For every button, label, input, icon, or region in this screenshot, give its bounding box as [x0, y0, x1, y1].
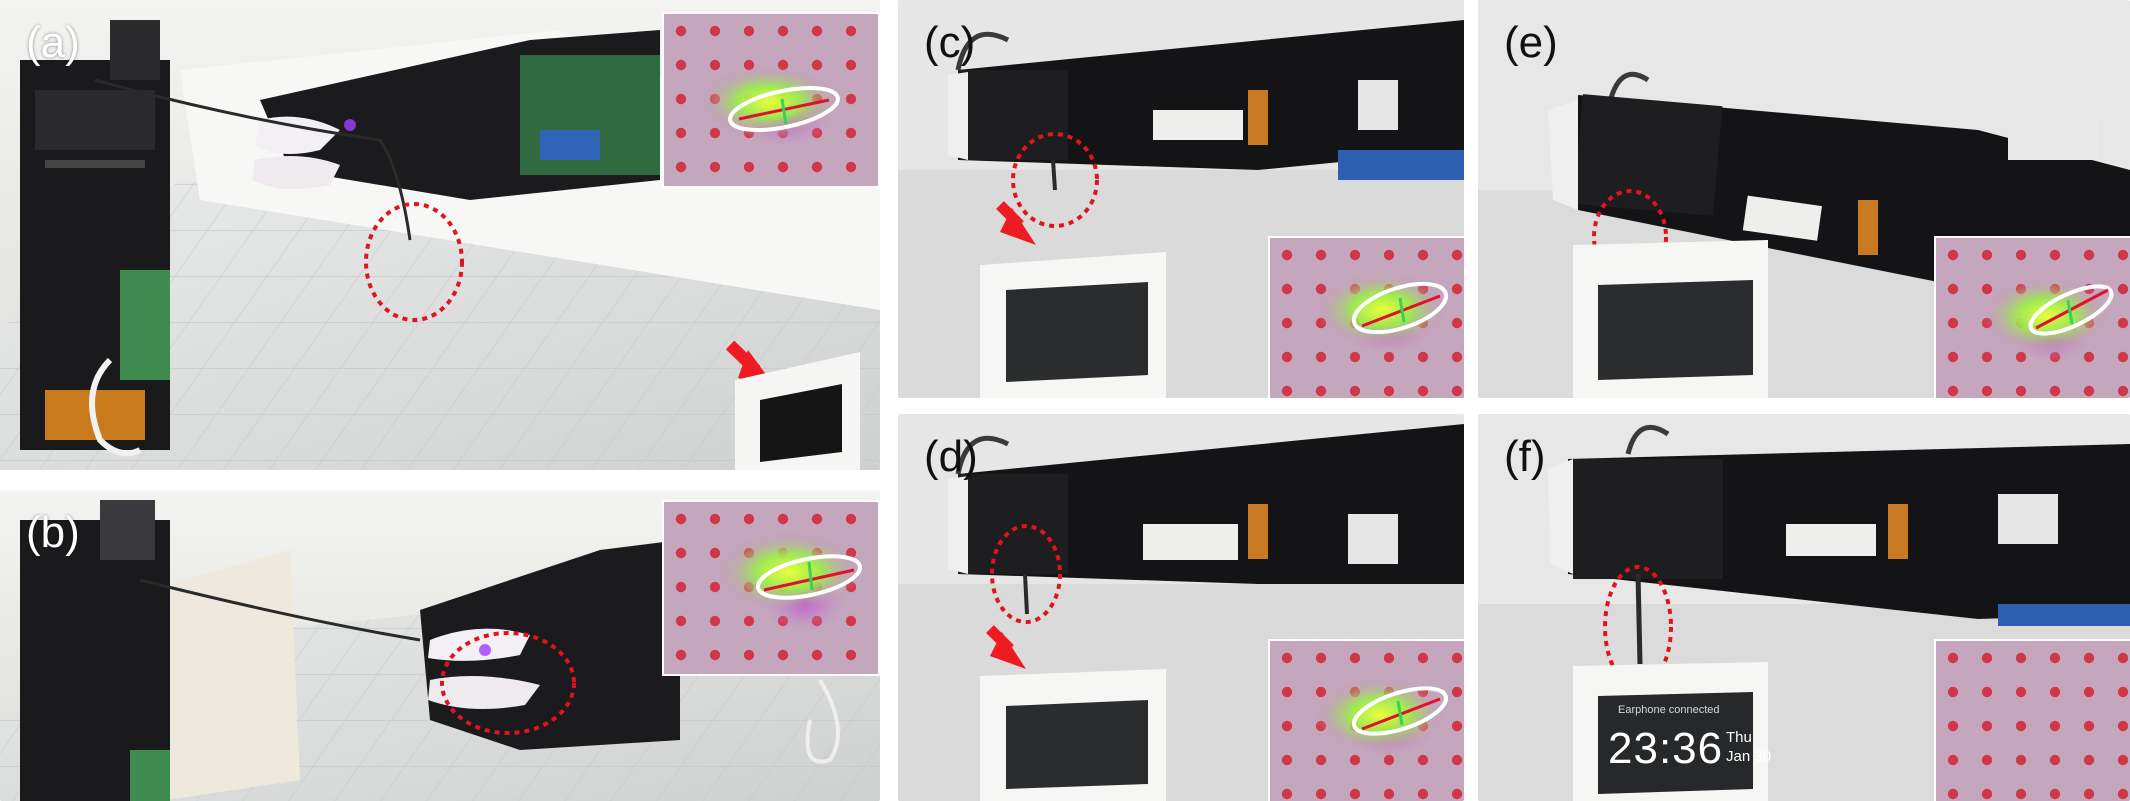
panel-c: (c) [898, 0, 1464, 398]
tactile-inset [1934, 236, 2130, 398]
panel-f: (f) Earphone connected 23:36 Thu Jan 30 [1478, 414, 2130, 801]
tactile-inset [662, 500, 880, 676]
device-clock-day: Thu [1726, 729, 1752, 746]
panel-b-photo [0, 490, 880, 801]
panel-d: (d) [898, 414, 1464, 801]
panel-e: (e) [1478, 0, 2130, 398]
tactile-inset [1934, 639, 2130, 801]
panel-a: (a) [0, 0, 880, 470]
panel-label: (b) [26, 508, 80, 557]
device-clock-date: Jan 30 [1726, 748, 1772, 765]
panel-label: (e) [1504, 18, 1558, 67]
tactile-inset [1268, 236, 1464, 398]
panel-b: (b) [0, 490, 880, 801]
device-clock-time: 23:36 [1608, 724, 1724, 773]
tactile-inset [662, 12, 880, 188]
panel-label: (f) [1504, 432, 1546, 481]
panel-label: (a) [26, 18, 80, 67]
panel-label: (c) [924, 18, 976, 67]
device-status-text: Earphone connected [1618, 704, 1720, 716]
panel-label: (d) [924, 432, 978, 481]
tactile-inset [1268, 639, 1464, 801]
